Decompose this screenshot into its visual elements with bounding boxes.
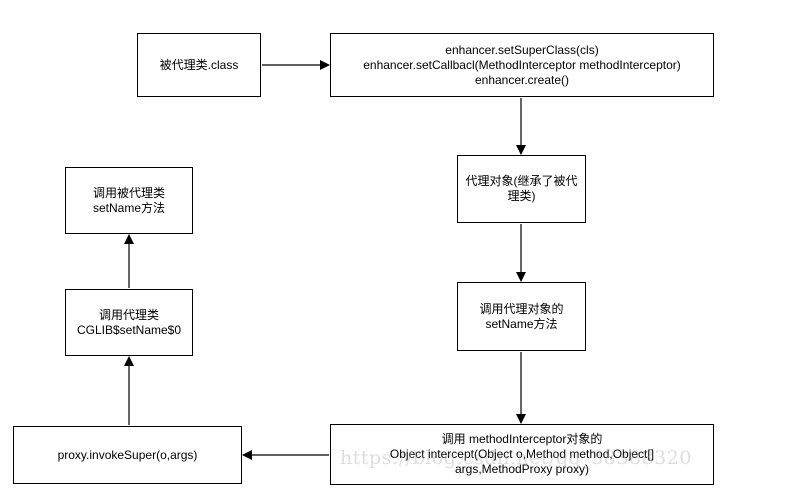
node-call-proxied-setname: 调用被代理类 setName方法 (65, 167, 193, 234)
node-intercept: 调用 methodInterceptor对象的 Object intercept… (330, 424, 714, 485)
node-call-proxied-setname-line-1: 调用被代理类 (92, 185, 165, 200)
node-proxy-object-line-2: 理类) (507, 189, 536, 203)
node-invoke-super: proxy.invokeSuper(o,args) (13, 426, 242, 484)
node-enhancer-line-3: enhancer.create() (474, 72, 570, 87)
node-enhancer: enhancer.setSuperClass(cls) enhancer.set… (330, 33, 714, 97)
node-call-proxied-setname-line-2: setName方法 (92, 200, 166, 215)
node-call-cglib-line-2: CGLIB$setName$0 (76, 322, 182, 337)
node-call-proxy-setname: 调用代理对象的 setName方法 (457, 282, 586, 351)
node-intercept-line-3: args,MethodProxy proxy) (454, 462, 590, 476)
node-call-proxy-setname-line-1: 调用代理对象的 (479, 301, 564, 316)
node-enhancer-line-2: enhancer.setCallbacl(MethodInterceptor m… (363, 57, 681, 72)
node-call-cglib: 调用代理类 CGLIB$setName$0 (65, 289, 193, 356)
node-intercept-line-1: 调用 methodInterceptor对象的 (441, 432, 603, 446)
node-call-proxy-setname-line-2: setName方法 (485, 316, 558, 331)
node-proxied-class: 被代理类.class (137, 33, 261, 97)
node-call-cglib-line-1: 调用代理类 (98, 307, 159, 322)
node-invoke-super-line-1: proxy.invokeSuper(o,args) (57, 447, 198, 462)
node-intercept-line-2: Object intercept(Object o,Method method,… (389, 447, 655, 461)
node-proxied-class-line-1: 被代理类.class (159, 57, 239, 72)
node-proxy-object-line-1: 代理对象(继承了被代 (465, 174, 578, 188)
node-enhancer-line-1: enhancer.setSuperClass(cls) (445, 42, 599, 57)
node-proxy-object: 代理对象(继承了被代 理类) (457, 155, 586, 223)
